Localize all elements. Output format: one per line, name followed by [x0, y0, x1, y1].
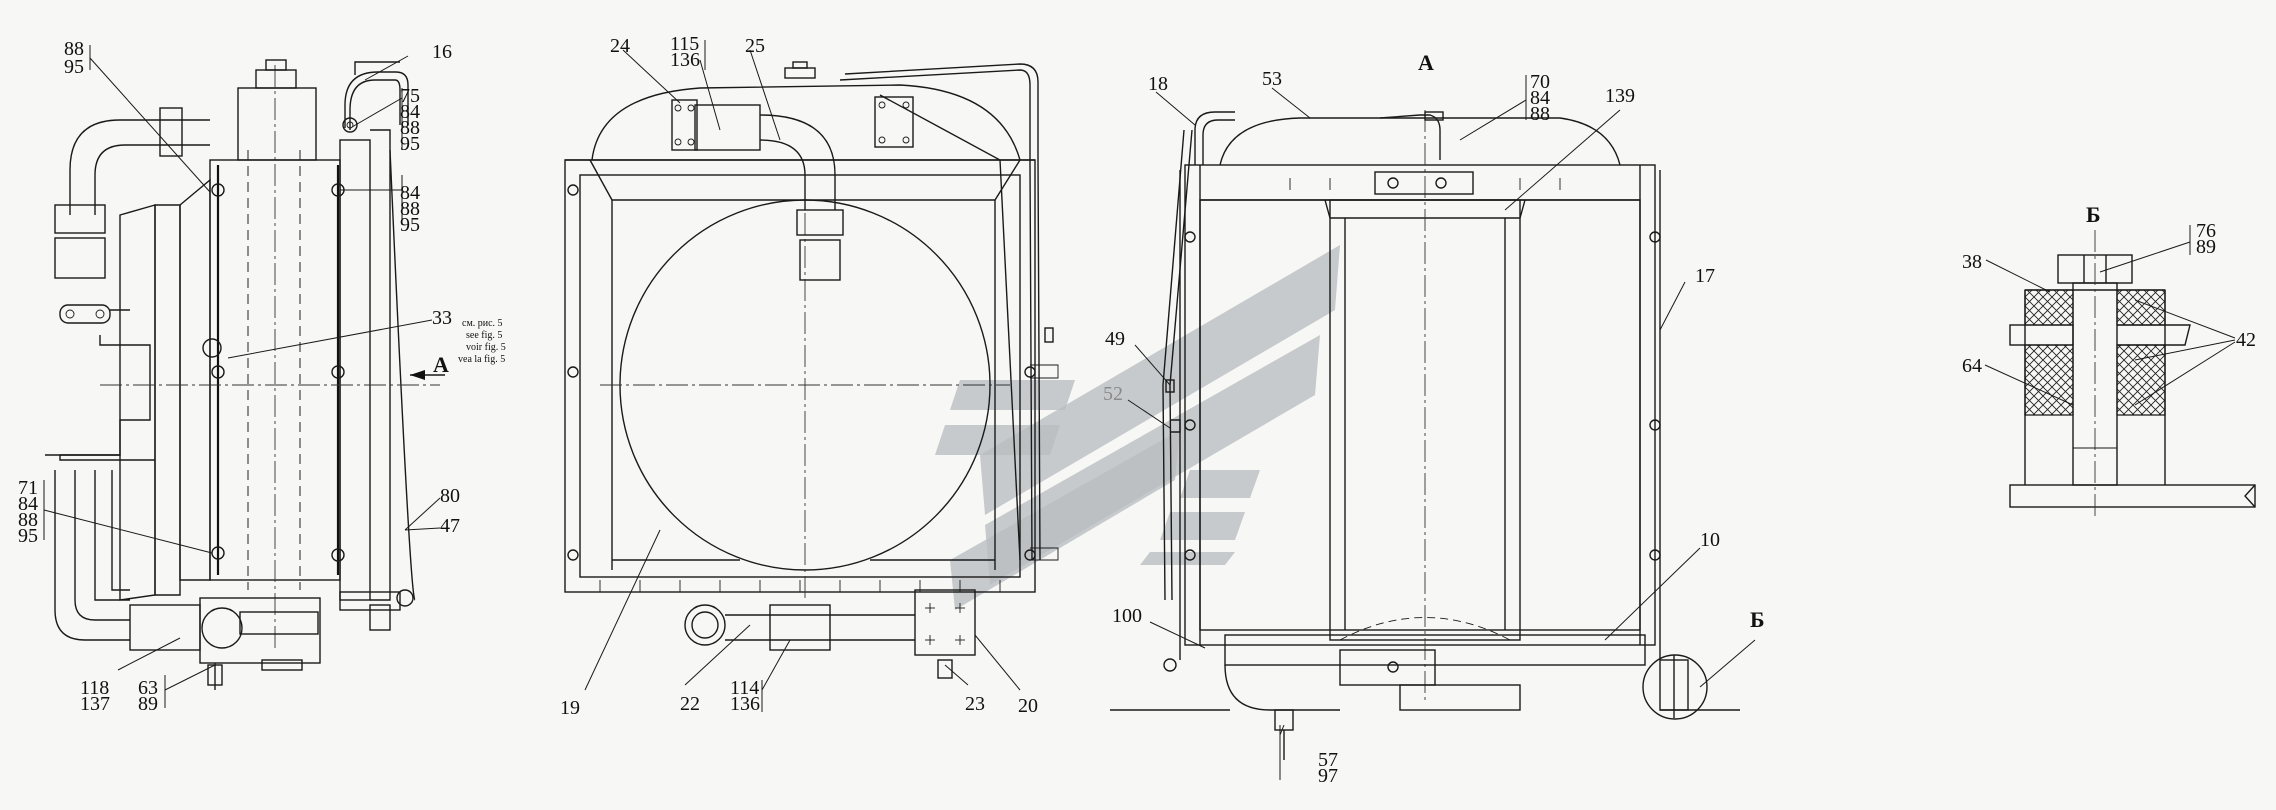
note-line: vea la fig. 5 [458, 354, 505, 365]
callout: 20 [1018, 695, 1038, 717]
callout: 17 [1695, 265, 1715, 287]
callout: 136 [670, 49, 700, 71]
callout: 22 [680, 693, 700, 715]
detail-b [2009, 230, 2256, 520]
view-a-arrow-label: А [433, 352, 449, 377]
callout: 70 [1530, 71, 1550, 93]
callout: 95 [18, 525, 38, 547]
callout: 53 [1262, 68, 1282, 90]
callout: 38 [1962, 251, 1982, 273]
callout: 95 [64, 56, 84, 78]
callout: 19 [560, 697, 580, 719]
detail-b-callout: Б [1750, 607, 1765, 632]
callout: 64 [1962, 355, 1982, 377]
callout: 84 [1530, 87, 1550, 109]
callout: 88 [18, 509, 38, 531]
callouts: 88 95 16 75 84 88 95 84 88 95 33 71 84 8… [18, 33, 2256, 787]
callout: 24 [610, 35, 630, 57]
callout: 88 [64, 38, 84, 60]
note-line: see fig. 5 [466, 330, 502, 341]
callout: 47 [440, 515, 460, 537]
callout: 49 [1105, 328, 1125, 350]
callout: 139 [1605, 85, 1635, 107]
callout: 84 [400, 182, 420, 204]
callout: 84 [18, 493, 38, 515]
figure-note: см. рис. 5 see fig. 5 voir fig. 5 vea la… [458, 318, 506, 365]
callout: 88 [400, 198, 420, 220]
callout: 115 [670, 33, 699, 55]
callout: 33 [432, 307, 452, 329]
callout: 57 [1318, 749, 1338, 771]
leader-lines [43, 40, 2236, 780]
callout: 95 [400, 214, 420, 236]
callout: 137 [80, 693, 110, 715]
note-line: см. рис. 5 [462, 318, 503, 329]
callout: 63 [138, 677, 158, 699]
callout: 88 [1530, 103, 1550, 125]
view-a [1110, 110, 1740, 760]
callout: 89 [2196, 236, 2216, 258]
callout: 18 [1148, 73, 1168, 95]
callout: 118 [80, 677, 109, 699]
detail-b-title: Б [2086, 202, 2101, 227]
callout: 23 [965, 693, 985, 715]
side-view [45, 59, 440, 690]
front-view [564, 61, 1059, 679]
watermark-logo [935, 245, 1340, 610]
callout: 10 [1700, 529, 1720, 551]
callout: 88 [400, 117, 420, 139]
view-a-title: А [1418, 50, 1434, 75]
callout: 95 [400, 133, 420, 155]
callout: 114 [730, 677, 759, 699]
callout: 52 [1103, 383, 1123, 405]
callout: 89 [138, 693, 158, 715]
callout: 84 [400, 101, 420, 123]
callout: 75 [400, 85, 420, 107]
note-line: voir fig. 5 [466, 342, 506, 353]
callout: 71 [18, 477, 38, 499]
callout: 42 [2236, 329, 2256, 351]
callout: 97 [1318, 765, 1338, 787]
callout: 76 [2196, 220, 2216, 242]
callout: 136 [730, 693, 760, 715]
callout: 80 [440, 485, 460, 507]
callout: 100 [1112, 605, 1142, 627]
callout: 16 [432, 41, 452, 63]
callout: 25 [745, 35, 765, 57]
